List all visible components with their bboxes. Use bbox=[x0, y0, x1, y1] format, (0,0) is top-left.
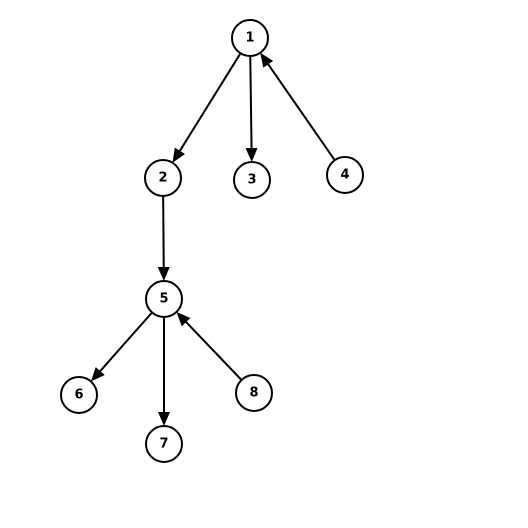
edges-layer bbox=[90, 52, 336, 426]
edge-4-to-1 bbox=[260, 52, 336, 161]
node-circle bbox=[145, 280, 183, 318]
node-label: 4 bbox=[340, 168, 349, 183]
node-label: 7 bbox=[159, 437, 168, 452]
arrow-head bbox=[90, 367, 105, 382]
node-3: 3 bbox=[233, 161, 271, 199]
node-7: 7 bbox=[145, 425, 183, 463]
edge-2-to-5 bbox=[157, 195, 170, 282]
node-label: 1 bbox=[245, 31, 254, 46]
node-label: 2 bbox=[158, 171, 167, 186]
edge-8-to-5 bbox=[176, 312, 243, 381]
node-circle bbox=[233, 161, 271, 199]
node-circle bbox=[60, 376, 98, 414]
node-8: 8 bbox=[235, 374, 273, 412]
node-2: 2 bbox=[144, 159, 182, 197]
node-circle bbox=[145, 425, 183, 463]
node-5: 5 bbox=[145, 280, 183, 318]
nodes-layer: 1 2 3 4 5 6 7 8 bbox=[60, 19, 364, 463]
edge-5-to-7 bbox=[158, 317, 170, 426]
node-label: 5 bbox=[159, 292, 168, 307]
edge-line bbox=[99, 311, 153, 372]
edge-line bbox=[179, 52, 242, 152]
node-4: 4 bbox=[326, 156, 364, 194]
node-label: 3 bbox=[247, 173, 256, 188]
edge-line bbox=[267, 63, 336, 161]
edge-line bbox=[162, 195, 165, 268]
node-label: 8 bbox=[249, 386, 258, 401]
node-circle bbox=[235, 374, 273, 412]
node-6: 6 bbox=[60, 376, 98, 414]
arrow-head bbox=[157, 266, 170, 282]
node-1: 1 bbox=[231, 19, 269, 57]
edge-1-to-2 bbox=[172, 52, 242, 163]
node-circle bbox=[326, 156, 364, 194]
edge-1-to-3 bbox=[245, 55, 258, 163]
arrow-head bbox=[176, 312, 191, 327]
node-circle bbox=[231, 19, 269, 57]
arrow-head bbox=[245, 147, 258, 163]
node-circle bbox=[144, 159, 182, 197]
edge-line bbox=[249, 55, 253, 149]
arrow-head bbox=[172, 147, 185, 163]
node-label: 6 bbox=[74, 388, 83, 403]
edge-line bbox=[185, 321, 243, 381]
edge-5-to-6 bbox=[90, 311, 153, 382]
arrow-head bbox=[158, 412, 170, 426]
arrow-head bbox=[260, 52, 274, 68]
